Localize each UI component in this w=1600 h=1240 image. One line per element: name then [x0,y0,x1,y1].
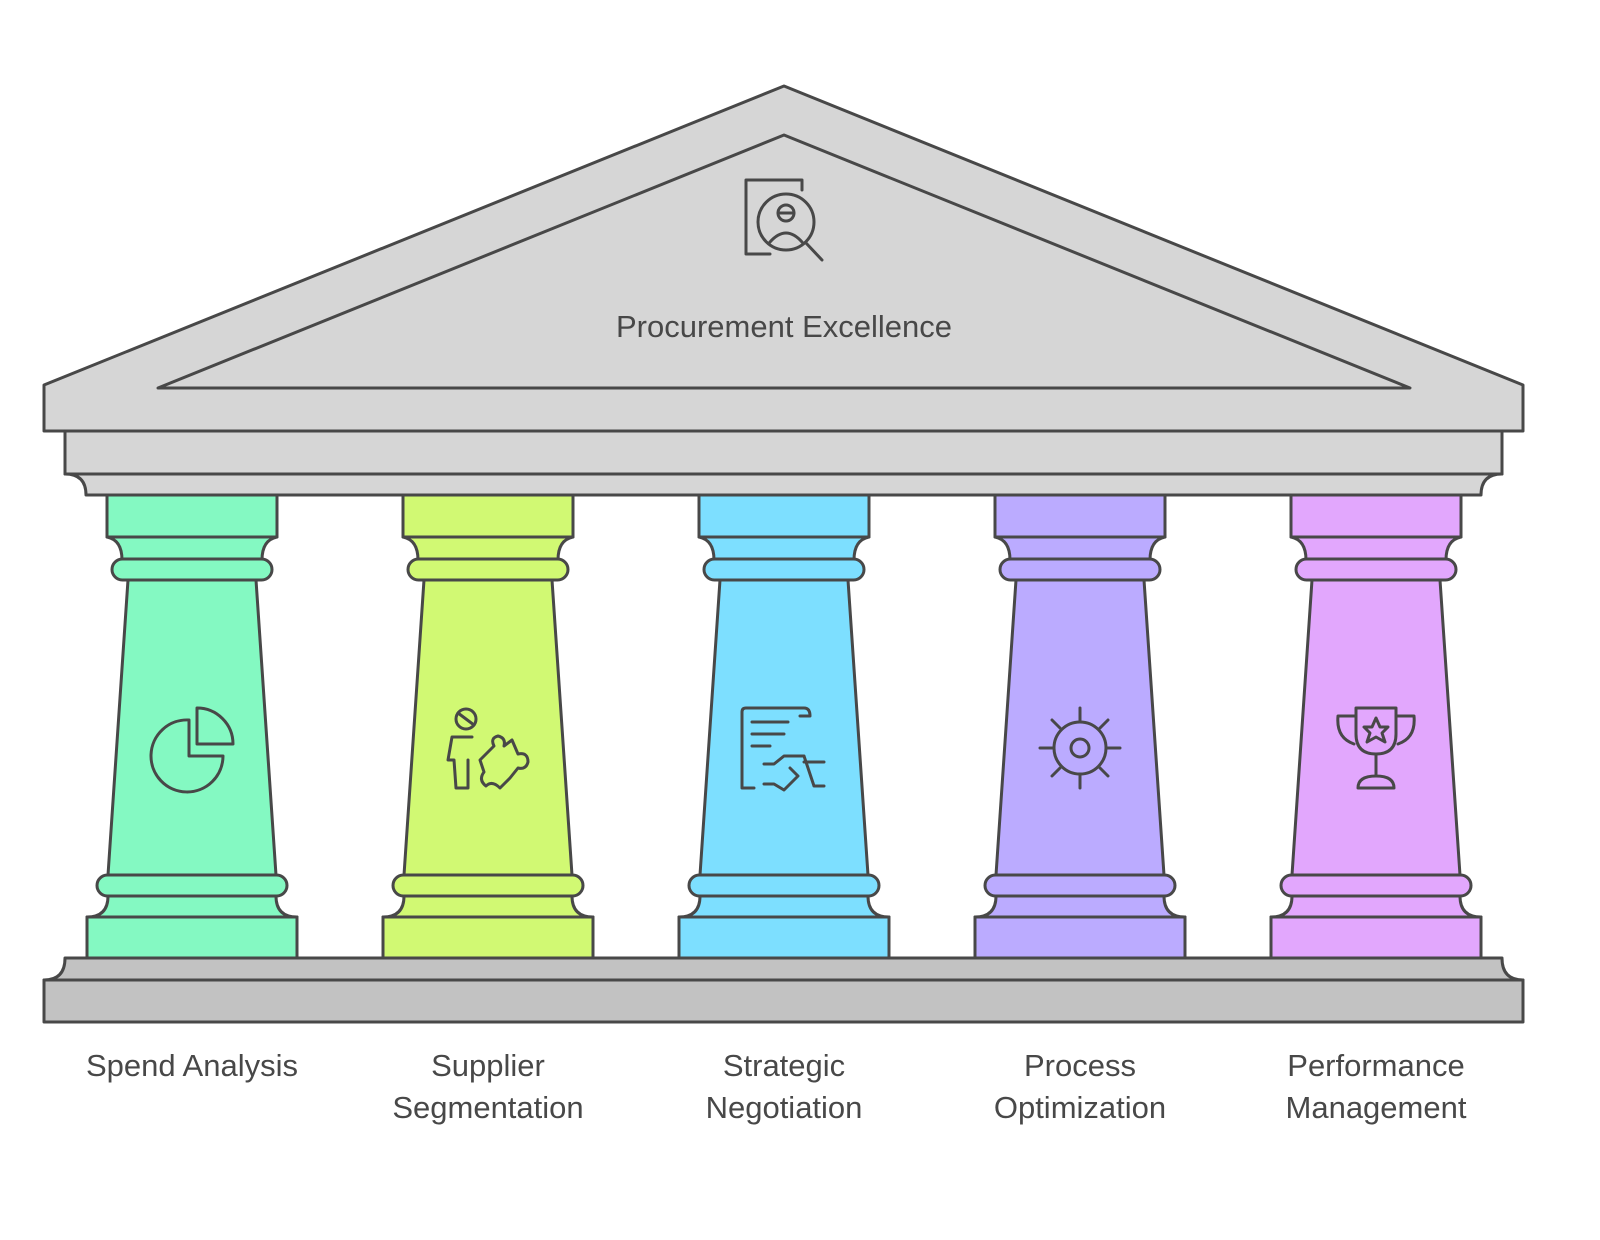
pillar-shaft [994,578,1166,877]
pillar-upper-ring [110,557,274,582]
pillar-lower-ring [391,873,585,898]
pillar-neck [993,535,1167,562]
person-puzzle-icon [446,707,530,790]
pillar-label-line1: Performance [1287,1048,1464,1083]
pillar-1 [85,493,299,960]
pillar-3 [677,493,891,960]
pillar-foot [381,894,595,919]
pillar-capital [105,493,279,539]
pillar-lower-ring [687,873,881,898]
pillar-label-line1: Process [1024,1048,1136,1083]
roof-inner-triangle [156,133,1412,390]
pillar-4 [973,493,1187,960]
pillar-lower-ring [1279,873,1473,898]
pillar-2 [381,493,595,960]
pillar-shaft [402,578,574,877]
pillar-shaft [698,578,870,877]
pillar-upper-ring [702,557,866,582]
pillar-foot [85,894,299,919]
pillar-neck [1289,535,1463,562]
pillar-upper-ring [1294,557,1458,582]
trophy-icon [1336,706,1416,790]
pillar-label-line1: Spend Analysis [86,1048,298,1083]
pillar-upper-ring [998,557,1162,582]
roof-architrave [63,472,1504,497]
pillar-label-line1: Supplier [431,1048,545,1083]
pillar-foot [1269,894,1483,919]
pillar-base [677,915,891,960]
pillar-neck [401,535,575,562]
pillar-label-line2: Negotiation [706,1090,863,1125]
pillar-lower-ring [983,873,1177,898]
pillar-base [973,915,1187,960]
document-person-search-icon [744,178,824,262]
pillar-base [1269,915,1483,960]
pillar-foot [677,894,891,919]
pillar-lower-ring [95,873,289,898]
pillar-capital [1289,493,1463,539]
pie-chart-icon [149,706,235,794]
pillar-5 [1269,493,1483,960]
pillar-capital [697,493,871,539]
pillar-label-line2: Management [1286,1090,1467,1125]
pillar-neck [697,535,871,562]
pillar-base [381,915,595,960]
pillar-label-line2: Segmentation [392,1090,583,1125]
pillar-shaft [106,578,278,877]
pillar-upper-ring [406,557,570,582]
gear-icon [1038,706,1122,790]
pillar-capital [401,493,575,539]
pillar-foot [973,894,1187,919]
pillar-label-line2: Optimization [994,1090,1166,1125]
contract-handshake-icon [740,706,826,792]
roof-title: Procurement Excellence [616,309,952,344]
pillar-neck [105,535,279,562]
base-slab [42,978,1525,1024]
pillar-capital [993,493,1167,539]
roof-frieze [63,429,1504,476]
pillar-base [85,915,299,960]
pillar-shaft [1290,578,1462,877]
pillar-label-line1: Strategic [723,1048,845,1083]
base-step [42,956,1525,982]
